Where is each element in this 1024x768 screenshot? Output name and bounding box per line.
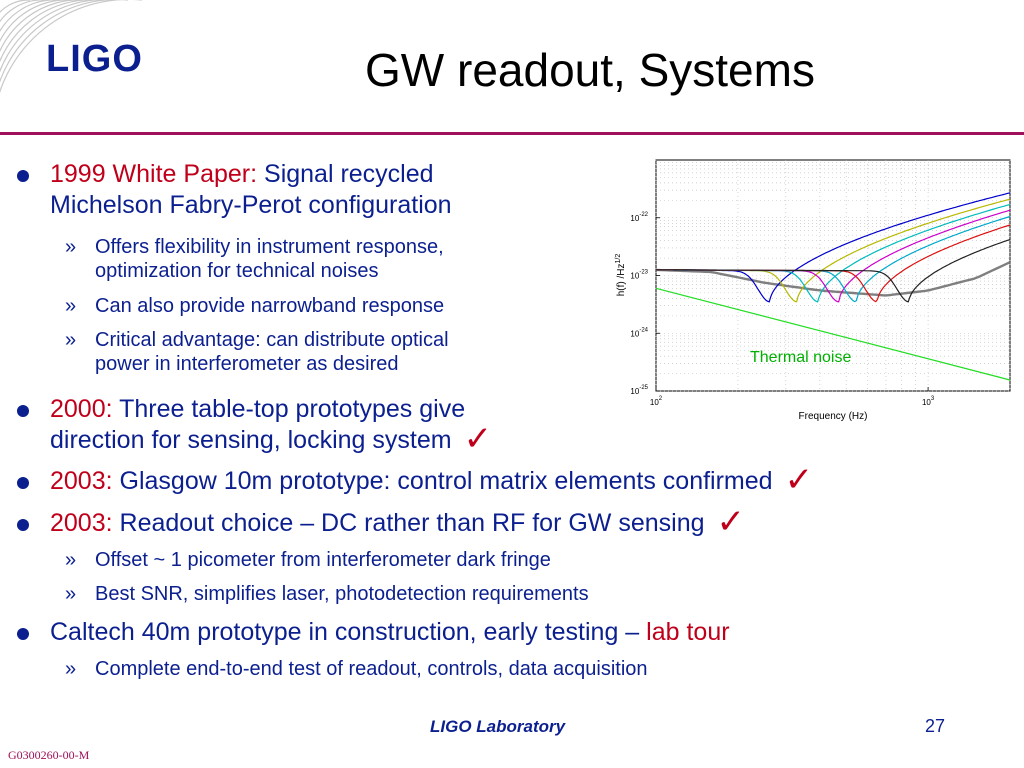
bullet-dot — [17, 405, 29, 417]
bullet-4-text: Readout choice – DC rather than RF for G… — [119, 509, 705, 537]
sub-bullet-1-2: » Can also provide narrowband response — [65, 294, 445, 318]
thermal-noise-label: Thermal noise — [750, 349, 851, 366]
bullet-3: 2003: Glasgow 10m prototype: control mat… — [17, 460, 814, 500]
bullet-dot — [17, 170, 29, 182]
logo-arcs — [0, 0, 142, 94]
checkmark-icon: ✓ — [784, 460, 814, 500]
lab-tour-link: lab tour — [646, 618, 730, 646]
bullet-5-text: Caltech 40m prototype in construction, e… — [50, 618, 647, 646]
sub-marker: » — [65, 329, 77, 351]
sub-bullet-1-3-line1: Critical advantage: can distribute optic… — [95, 329, 449, 351]
ligo-logo: LIGO — [46, 38, 143, 80]
sub-bullet-5-1: » Complete end-to-end test of readout, c… — [65, 657, 648, 681]
slide-title: GW readout, Systems — [365, 44, 815, 96]
broadband-curve — [655, 261, 1011, 297]
footer-lab-name: LIGO Laboratory — [430, 717, 566, 736]
sub-bullet-1-2-line1: Can also provide narrowband response — [95, 295, 445, 317]
sub-bullet-4-1: » Offset ~ 1 picometer from interferomet… — [65, 548, 551, 572]
bullet-3-date: 2003: — [50, 467, 120, 495]
y-tick-label: 10-22 — [630, 212, 648, 223]
sub-bullet-1-3-line2: power in interferometer as desired — [95, 353, 399, 375]
bullet-1: 1999 White Paper: Signal recycled Michel… — [17, 159, 452, 221]
bullet-2: 2000: Three table-top prototypes give di… — [17, 394, 493, 459]
sub-bullet-4-1-line1: Offset ~ 1 picometer from interferometer… — [95, 549, 551, 571]
bullet-2-date: 2000: — [50, 395, 120, 423]
sub-bullet-1-1-line1: Offers flexibility in instrument respons… — [95, 236, 444, 258]
bullet-dot — [17, 477, 29, 489]
sub-bullet-1-3: » Critical advantage: can distribute opt… — [65, 328, 449, 376]
sub-bullet-4-2: » Best SNR, simplifies laser, photodetec… — [65, 582, 589, 606]
title-divider — [0, 132, 1024, 135]
sub-marker: » — [65, 549, 77, 571]
bullet-3-text: Glasgow 10m prototype: control matrix el… — [119, 467, 773, 495]
sub-bullet-4-2-line1: Best SNR, simplifies laser, photodetecti… — [95, 583, 589, 605]
sub-bullet-1-1: » Offers flexibility in instrument respo… — [65, 235, 444, 283]
bullet-dot — [17, 519, 29, 531]
bullet-1-line2: Michelson Fabry-Perot configuration — [50, 191, 452, 219]
thermal-noise-line — [655, 287, 1011, 381]
bullet-4: 2003: Readout choice – DC rather than RF… — [17, 502, 746, 542]
x-axis-label: Frequency (Hz) — [799, 411, 868, 422]
x-tick-label: 103 — [922, 396, 935, 407]
y-tick-label: 10-24 — [630, 327, 648, 338]
sub-marker: » — [65, 236, 77, 258]
narrowband-curve-7 — [656, 238, 1011, 303]
y-tick-label: 10-25 — [630, 385, 648, 396]
sub-bullet-5-1-line1: Complete end-to-end test of readout, con… — [95, 658, 648, 680]
x-tick-label: 102 — [650, 396, 663, 407]
checkmark-icon: ✓ — [463, 419, 493, 459]
plot-curves — [655, 192, 1011, 381]
bullet-5: Caltech 40m prototype in construction, e… — [17, 617, 730, 648]
y-axis-label: h(f) /Hz1/2 — [615, 254, 627, 297]
sub-marker: » — [65, 658, 77, 680]
bullet-dot — [17, 628, 29, 640]
sub-bullet-1-1-line2: optimization for technical noises — [95, 260, 379, 282]
bullet-1-date: 1999 White Paper: — [50, 160, 265, 188]
page-number: 27 — [924, 716, 945, 736]
sub-marker: » — [65, 295, 77, 317]
bullet-1-text: Signal recycled — [264, 160, 434, 188]
sub-marker: » — [65, 583, 77, 605]
document-id: G0300260-00-M — [8, 748, 90, 762]
bullet-4-date: 2003: — [50, 509, 120, 537]
bullet-2-line2: direction for sensing, locking system — [50, 426, 452, 454]
y-tick-label: 10-23 — [630, 270, 648, 281]
checkmark-icon: ✓ — [716, 502, 746, 542]
bullet-2-text: Three table-top prototypes give — [119, 395, 466, 423]
